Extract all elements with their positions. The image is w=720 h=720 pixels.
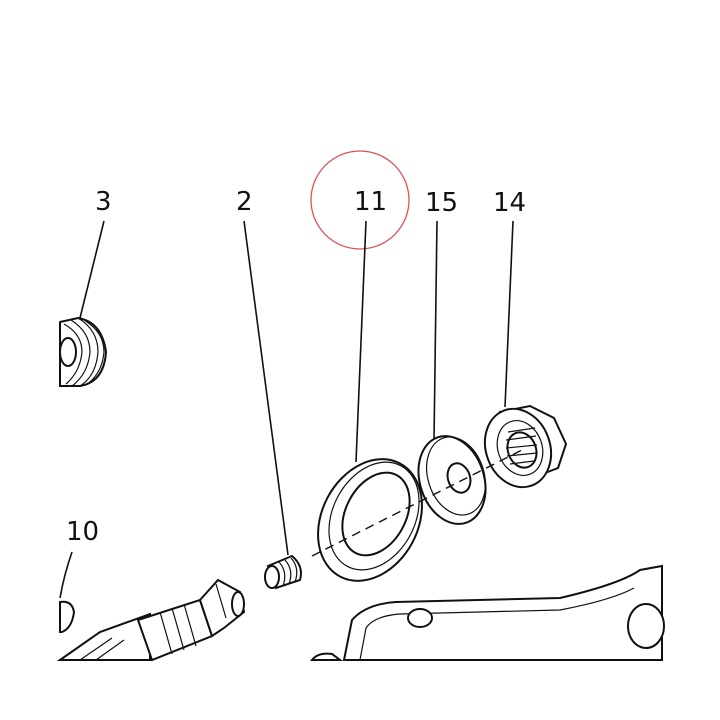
callout-2[interactable]: 2	[236, 187, 253, 217]
leader-line-11	[355, 220, 367, 463]
callout-11[interactable]: 11	[354, 187, 387, 217]
leader-line-2	[243, 220, 289, 556]
leader-line-10	[59, 551, 73, 599]
callout-3[interactable]: 3	[95, 187, 112, 217]
leader-line-3	[79, 220, 105, 319]
part-11-washer	[317, 458, 423, 582]
callout-15[interactable]: 15	[425, 188, 458, 218]
part-3-threaded-plug	[59, 316, 108, 387]
part-14-nut	[483, 404, 568, 489]
part-2-set-screw	[264, 554, 302, 590]
callout-14[interactable]: 14	[493, 188, 526, 218]
leader-line-15	[433, 220, 438, 441]
assembly-axis-line	[311, 449, 523, 557]
leader-line-14	[504, 220, 514, 408]
callout-11-highlight-circle	[310, 150, 410, 250]
part-15-thick-washer	[417, 435, 487, 525]
callout-10[interactable]: 10	[66, 517, 99, 547]
part-10-shaft-assembly	[56, 578, 246, 662]
housing-casting	[309, 564, 665, 661]
